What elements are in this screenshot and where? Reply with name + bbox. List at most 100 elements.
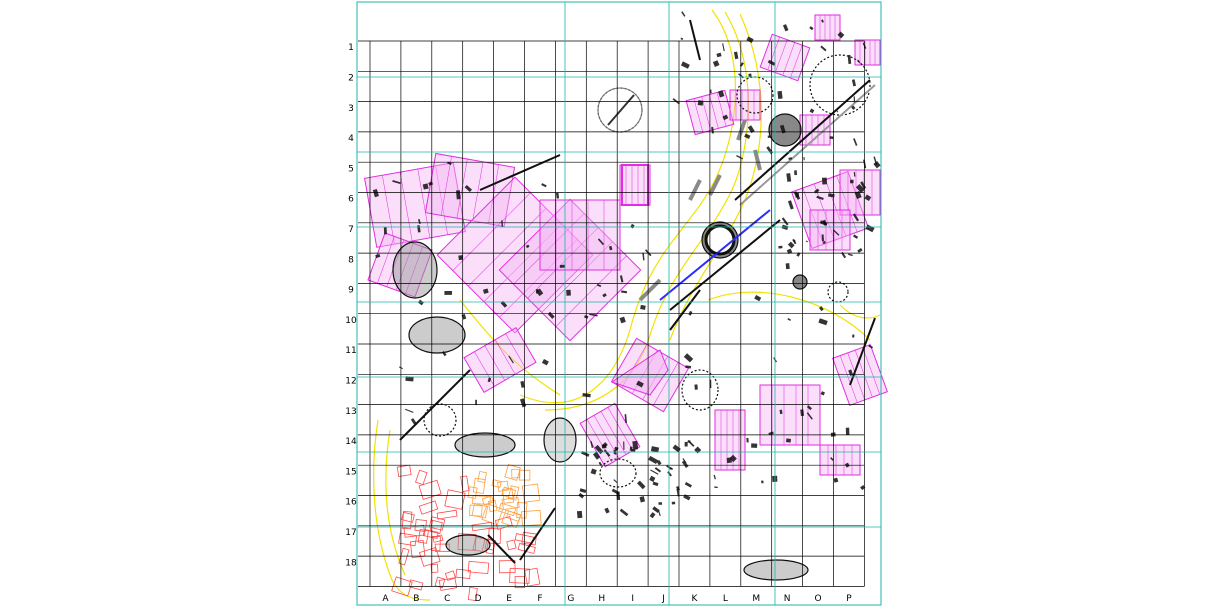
column-label: K bbox=[691, 594, 698, 604]
detail-mark bbox=[739, 62, 744, 67]
old-town-building bbox=[467, 560, 490, 575]
detail-mark bbox=[726, 457, 732, 464]
building-hatch bbox=[541, 241, 613, 313]
detail-mark bbox=[372, 188, 379, 198]
detail-mark bbox=[785, 263, 790, 270]
old-town-building bbox=[507, 485, 520, 501]
building-hatch bbox=[472, 161, 484, 221]
column-label: A bbox=[382, 594, 389, 604]
detail-mark bbox=[648, 455, 659, 464]
road-line bbox=[669, 219, 781, 311]
row-label: 18 bbox=[345, 558, 357, 568]
detail-mark bbox=[623, 441, 625, 450]
building-block bbox=[759, 384, 821, 446]
detail-mark bbox=[785, 438, 792, 443]
old-town-building bbox=[460, 475, 470, 492]
building-block bbox=[619, 164, 651, 206]
detail-mark bbox=[767, 135, 771, 138]
detail-mark bbox=[830, 457, 834, 461]
row-label: 8 bbox=[348, 255, 354, 265]
detail-mark bbox=[475, 399, 477, 406]
detail-mark bbox=[404, 408, 414, 413]
old-town-building bbox=[444, 489, 466, 510]
detail-mark bbox=[733, 51, 739, 60]
column-label: H bbox=[598, 594, 605, 604]
row-label: 9 bbox=[348, 286, 354, 296]
detail-mark bbox=[854, 190, 862, 199]
old-town-building bbox=[471, 503, 489, 519]
column-label: D bbox=[475, 594, 482, 604]
detail-mark bbox=[747, 125, 755, 134]
detail-mark bbox=[637, 480, 646, 490]
old-town-building bbox=[391, 576, 413, 597]
circular-feature bbox=[423, 403, 457, 437]
detail-mark bbox=[833, 477, 839, 483]
circular-feature bbox=[809, 54, 871, 116]
detail-mark bbox=[589, 313, 598, 317]
detail-mark bbox=[613, 448, 618, 453]
path-segment bbox=[753, 149, 762, 171]
building-hatch bbox=[607, 407, 634, 451]
detail-mark bbox=[868, 344, 874, 349]
detail-mark bbox=[559, 264, 565, 268]
detail-mark bbox=[685, 365, 692, 369]
building-hatch bbox=[499, 239, 578, 318]
old-town-building bbox=[401, 511, 413, 530]
detail-mark bbox=[794, 170, 798, 176]
detail-mark bbox=[837, 31, 845, 39]
detail-mark bbox=[827, 193, 835, 198]
detail-mark bbox=[597, 238, 605, 246]
row-label: 10 bbox=[345, 316, 357, 326]
detail-mark bbox=[857, 59, 861, 64]
old-town-building bbox=[521, 483, 541, 503]
detail-mark bbox=[671, 501, 676, 505]
old-town-building bbox=[521, 509, 542, 527]
old-town-building bbox=[477, 470, 488, 484]
detail-mark bbox=[865, 224, 875, 233]
circular-feature bbox=[827, 281, 849, 303]
detail-mark bbox=[852, 234, 859, 239]
contour-line bbox=[707, 291, 871, 341]
detail-mark bbox=[809, 26, 814, 31]
detail-mark bbox=[579, 488, 587, 494]
circular-feature bbox=[445, 534, 491, 556]
detail-mark bbox=[650, 446, 660, 453]
detail-mark bbox=[864, 194, 872, 202]
detail-mark bbox=[851, 79, 857, 87]
detail-mark bbox=[383, 227, 387, 235]
old-town-building bbox=[472, 495, 491, 505]
detail-mark bbox=[806, 405, 812, 411]
detail-mark bbox=[652, 481, 659, 487]
building-hatch bbox=[494, 339, 516, 375]
old-town-building bbox=[398, 532, 418, 547]
column-label: N bbox=[784, 594, 791, 604]
detail-mark bbox=[845, 427, 850, 435]
building-hatch bbox=[716, 92, 727, 127]
road-line bbox=[669, 289, 701, 331]
building-block bbox=[809, 209, 851, 251]
column-label: J bbox=[661, 594, 665, 604]
detail-mark bbox=[681, 11, 686, 17]
old-town-building bbox=[481, 495, 495, 506]
detail-mark bbox=[793, 239, 796, 243]
detail-mark bbox=[781, 217, 789, 226]
detail-mark bbox=[697, 100, 704, 106]
column-label: G bbox=[567, 594, 574, 604]
detail-mark bbox=[683, 353, 694, 363]
detail-mark bbox=[640, 304, 646, 310]
detail-mark bbox=[681, 460, 689, 469]
detail-mark bbox=[541, 183, 547, 188]
detail-mark bbox=[761, 480, 764, 484]
row-label: 3 bbox=[348, 104, 354, 114]
detail-mark bbox=[482, 288, 489, 294]
building-hatch bbox=[417, 168, 431, 238]
detail-mark bbox=[857, 248, 863, 253]
contour-line bbox=[373, 419, 431, 601]
detail-mark bbox=[684, 441, 688, 447]
column-label: C bbox=[444, 594, 450, 604]
detail-mark bbox=[787, 200, 794, 210]
detail-mark bbox=[441, 350, 447, 357]
old-town-building bbox=[422, 529, 439, 539]
detail-mark bbox=[694, 384, 698, 390]
old-town-building bbox=[415, 469, 428, 486]
